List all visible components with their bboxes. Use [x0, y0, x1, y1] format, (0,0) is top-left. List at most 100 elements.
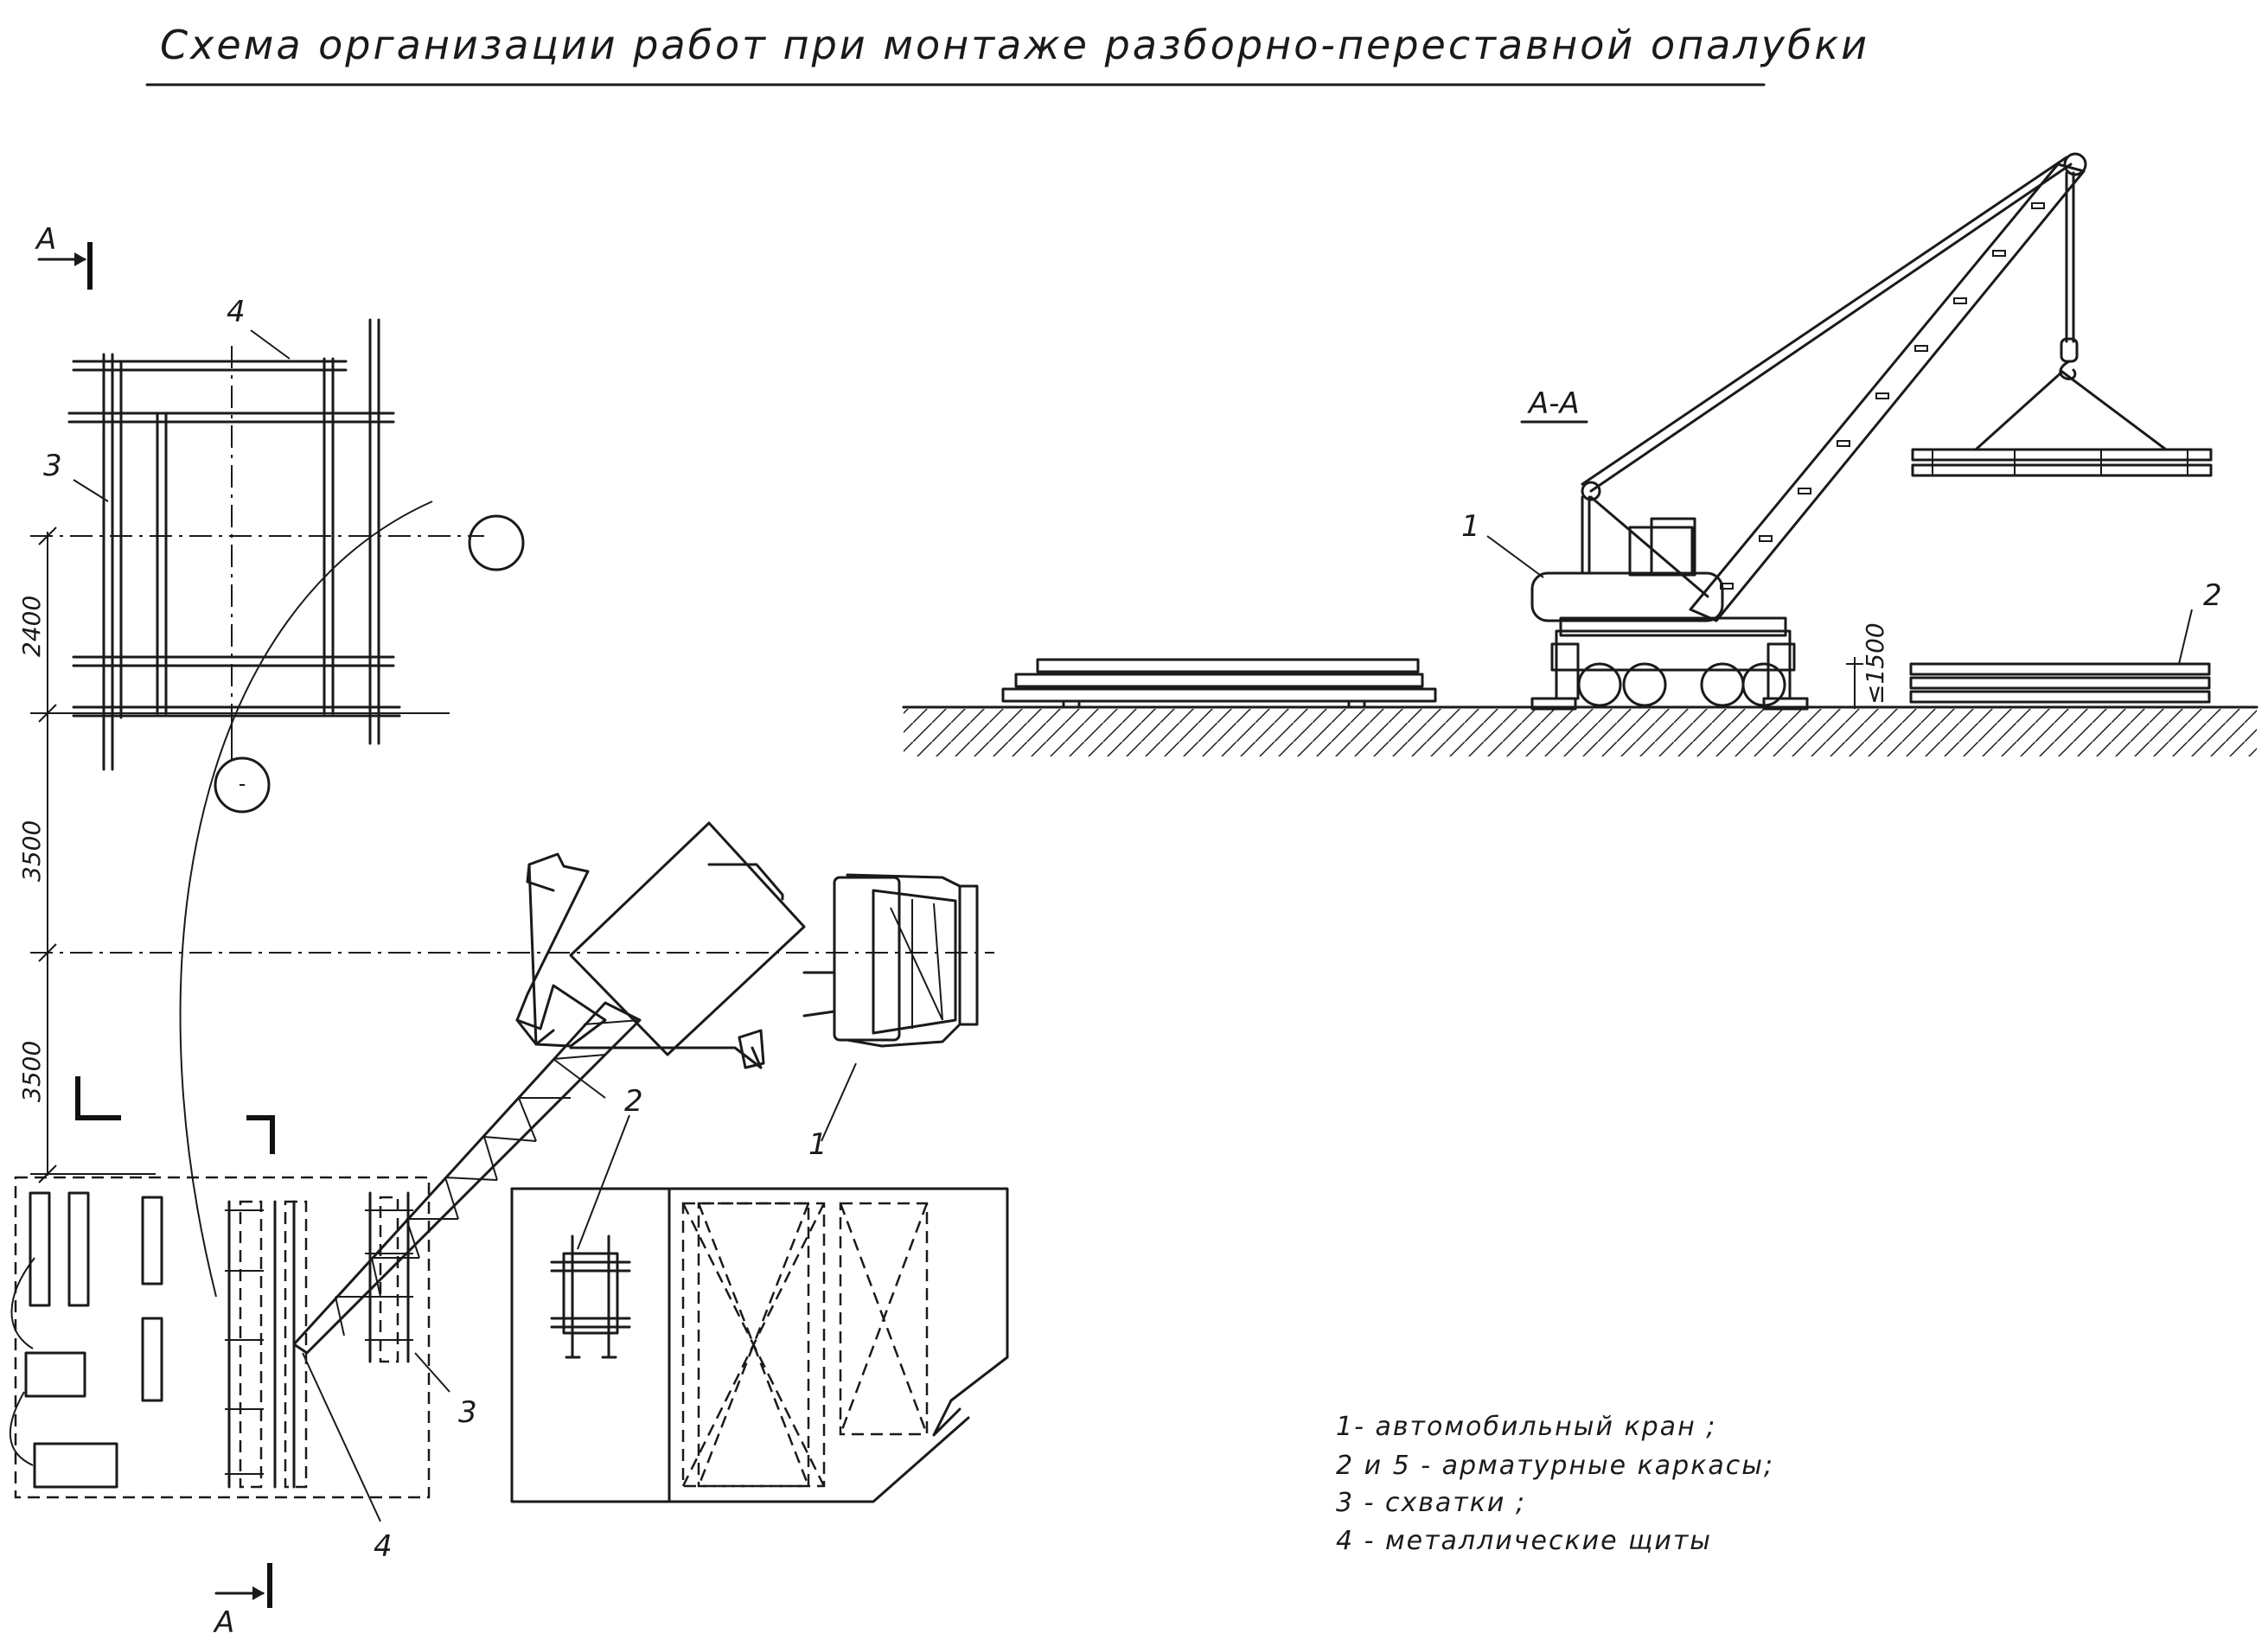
- shield-stack-1: [239, 1200, 263, 1489]
- boom-hole-7: [1953, 297, 1967, 304]
- callout-1-plan-leader: [821, 1062, 857, 1142]
- stack-left-support-1: [1062, 699, 1081, 709]
- boom-hole-4: [1837, 440, 1850, 447]
- storage-frame-3: [141, 1196, 163, 1286]
- crane-outrigger-left: [1550, 642, 1580, 672]
- callout-1-section-leader: [1486, 535, 1544, 578]
- cage-large-1-inner: [697, 1202, 810, 1488]
- storage-area-outline: [14, 1176, 431, 1499]
- callout-2-section: 2: [2203, 578, 2222, 613]
- cage-area: 2: [510, 1084, 1009, 1503]
- legend: 1- автомобильный кран ; 2 и 5 - арматурн…: [1336, 1412, 1774, 1556]
- callout-3-left: 3: [43, 449, 62, 483]
- section-title: А-А: [1527, 386, 1580, 421]
- legend-item-3: 3 - схватки ;: [1336, 1488, 1526, 1518]
- storage-leader-curve-1: [10, 1257, 35, 1349]
- callout-4-top: 4: [227, 295, 246, 329]
- dimension-tick-4: [38, 1164, 57, 1183]
- storage-frame-2: [67, 1191, 90, 1307]
- crane-wheel-4: [1741, 662, 1786, 707]
- callout-2-section-leader: [2178, 609, 2193, 665]
- crane-cab-body: [833, 876, 901, 1042]
- section-a-a: А-А ≤1500 2: [902, 152, 2258, 756]
- crane-boom-lattice-1: [553, 1054, 606, 1060]
- crane-boom-tip-sheave: [2063, 152, 2087, 176]
- callout-4-top-leader: [250, 329, 291, 360]
- axis-circle-right: [468, 514, 525, 571]
- crane-counterweight: [1530, 571, 1724, 622]
- cage-large-1-diagonal-3: [697, 1203, 810, 1487]
- crane-cab-window: [1650, 517, 1696, 577]
- stack-left-plate-2: [1014, 673, 1424, 688]
- crane-boom-lattice-top: [583, 1019, 641, 1025]
- cage-large-2-diagonal-2: [839, 1203, 929, 1435]
- dimension-3500-upper: 3500: [17, 820, 46, 882]
- crane-hook-block: [2060, 337, 2079, 363]
- crane-outrigger-top-left: [526, 863, 555, 892]
- legend-item-1: 1- автомобильный кран ;: [1336, 1412, 1716, 1442]
- crane-cab-connector: [802, 971, 836, 1018]
- crane-cab-grille-1: [890, 907, 943, 1021]
- title-block: Схема организации работ при монтаже разб…: [145, 22, 1869, 86]
- crane-boom-lattice-4: [518, 1097, 537, 1142]
- crane-chassis-lower: [569, 1046, 763, 1069]
- dimension-2400: 2400: [17, 596, 46, 657]
- sling-left: [1974, 370, 2064, 451]
- stack-right-plate-1: [1909, 662, 2211, 676]
- crane-outrigger-pad-left: [1530, 697, 1577, 711]
- boom-hole-3: [1798, 488, 1811, 494]
- stack-left-plate-3: [1001, 687, 1437, 703]
- stack-right-plate-2: [1909, 676, 2211, 690]
- legend-item-2: 2 и 5 - арматурные каркасы;: [1336, 1451, 1774, 1481]
- stack-left-plate-1: [1036, 658, 1420, 673]
- crane-boom-lattice-8: [444, 1177, 459, 1220]
- callout-1-plan: 1: [808, 1127, 827, 1162]
- section-marker-bottom: А: [213, 1563, 272, 1640]
- dimension-column: 2400 3500 3500: [17, 526, 994, 1183]
- crane-cab-grille-3: [933, 903, 943, 1021]
- dimension-3500-lower: 3500: [17, 1041, 46, 1102]
- cage-area-outline-bottom: [510, 1187, 970, 1503]
- boom-hole-9: [2031, 202, 2045, 209]
- section-marker-top-label: А: [35, 222, 56, 257]
- storage-frame-6: [33, 1442, 118, 1489]
- cage-large-1-outer: [681, 1202, 826, 1488]
- crane-turntable: [569, 821, 806, 1056]
- diagram-title: Схема организации работ при монтаже разб…: [160, 22, 1869, 68]
- shield-stack-2: [284, 1200, 308, 1489]
- corner-bracket-right: [246, 1115, 275, 1154]
- boom-hole-2: [1759, 535, 1773, 542]
- storage-leader-curve-2: [9, 1391, 34, 1466]
- callout-3-left-leader: [73, 479, 109, 502]
- formwork-plan: 4 3: [43, 295, 525, 813]
- crane-boom-perforations: [1720, 202, 2045, 590]
- crane-outrigger-bottom-left: [515, 1018, 555, 1046]
- crane-bumper: [958, 884, 979, 1026]
- storage-area: 4 3: [9, 1176, 477, 1564]
- stack-height-label: ≤1500: [1861, 622, 1889, 705]
- storage-frame-1: [29, 1191, 51, 1307]
- callout-3-bottom-leader: [414, 1352, 450, 1393]
- corner-brackets: [75, 1076, 275, 1154]
- shield-stack-3: [379, 1196, 399, 1363]
- legend-item-4: 4 - металлические щиты: [1336, 1526, 1712, 1556]
- cage-area-outline-top: [510, 1187, 1009, 1359]
- crane-boom-hoist-line: [1589, 163, 2073, 493]
- section-marker-bottom-arrowhead: [252, 1586, 265, 1600]
- crane-boom-lattice-2: [553, 1058, 606, 1099]
- dimension-tick-2: [38, 704, 57, 723]
- crane-outrigger-right: [1766, 642, 1796, 672]
- crane-plan: 1: [292, 821, 979, 1355]
- boom-hole-5: [1875, 392, 1889, 399]
- crane-cab-section: [1628, 526, 1694, 577]
- callout-2-plan: 2: [624, 1084, 643, 1119]
- crane-boom-stay: [1589, 495, 1709, 598]
- crane-outrigger-bottom-right: [738, 1029, 765, 1069]
- crane-hook: [2059, 360, 2077, 380]
- crane-cab-bottom: [846, 1023, 962, 1048]
- crane-chassis-upper: [707, 863, 784, 901]
- cage-small-body: [562, 1252, 619, 1335]
- callout-3-bottom: 3: [458, 1395, 477, 1430]
- dimension-tick-1: [38, 526, 57, 545]
